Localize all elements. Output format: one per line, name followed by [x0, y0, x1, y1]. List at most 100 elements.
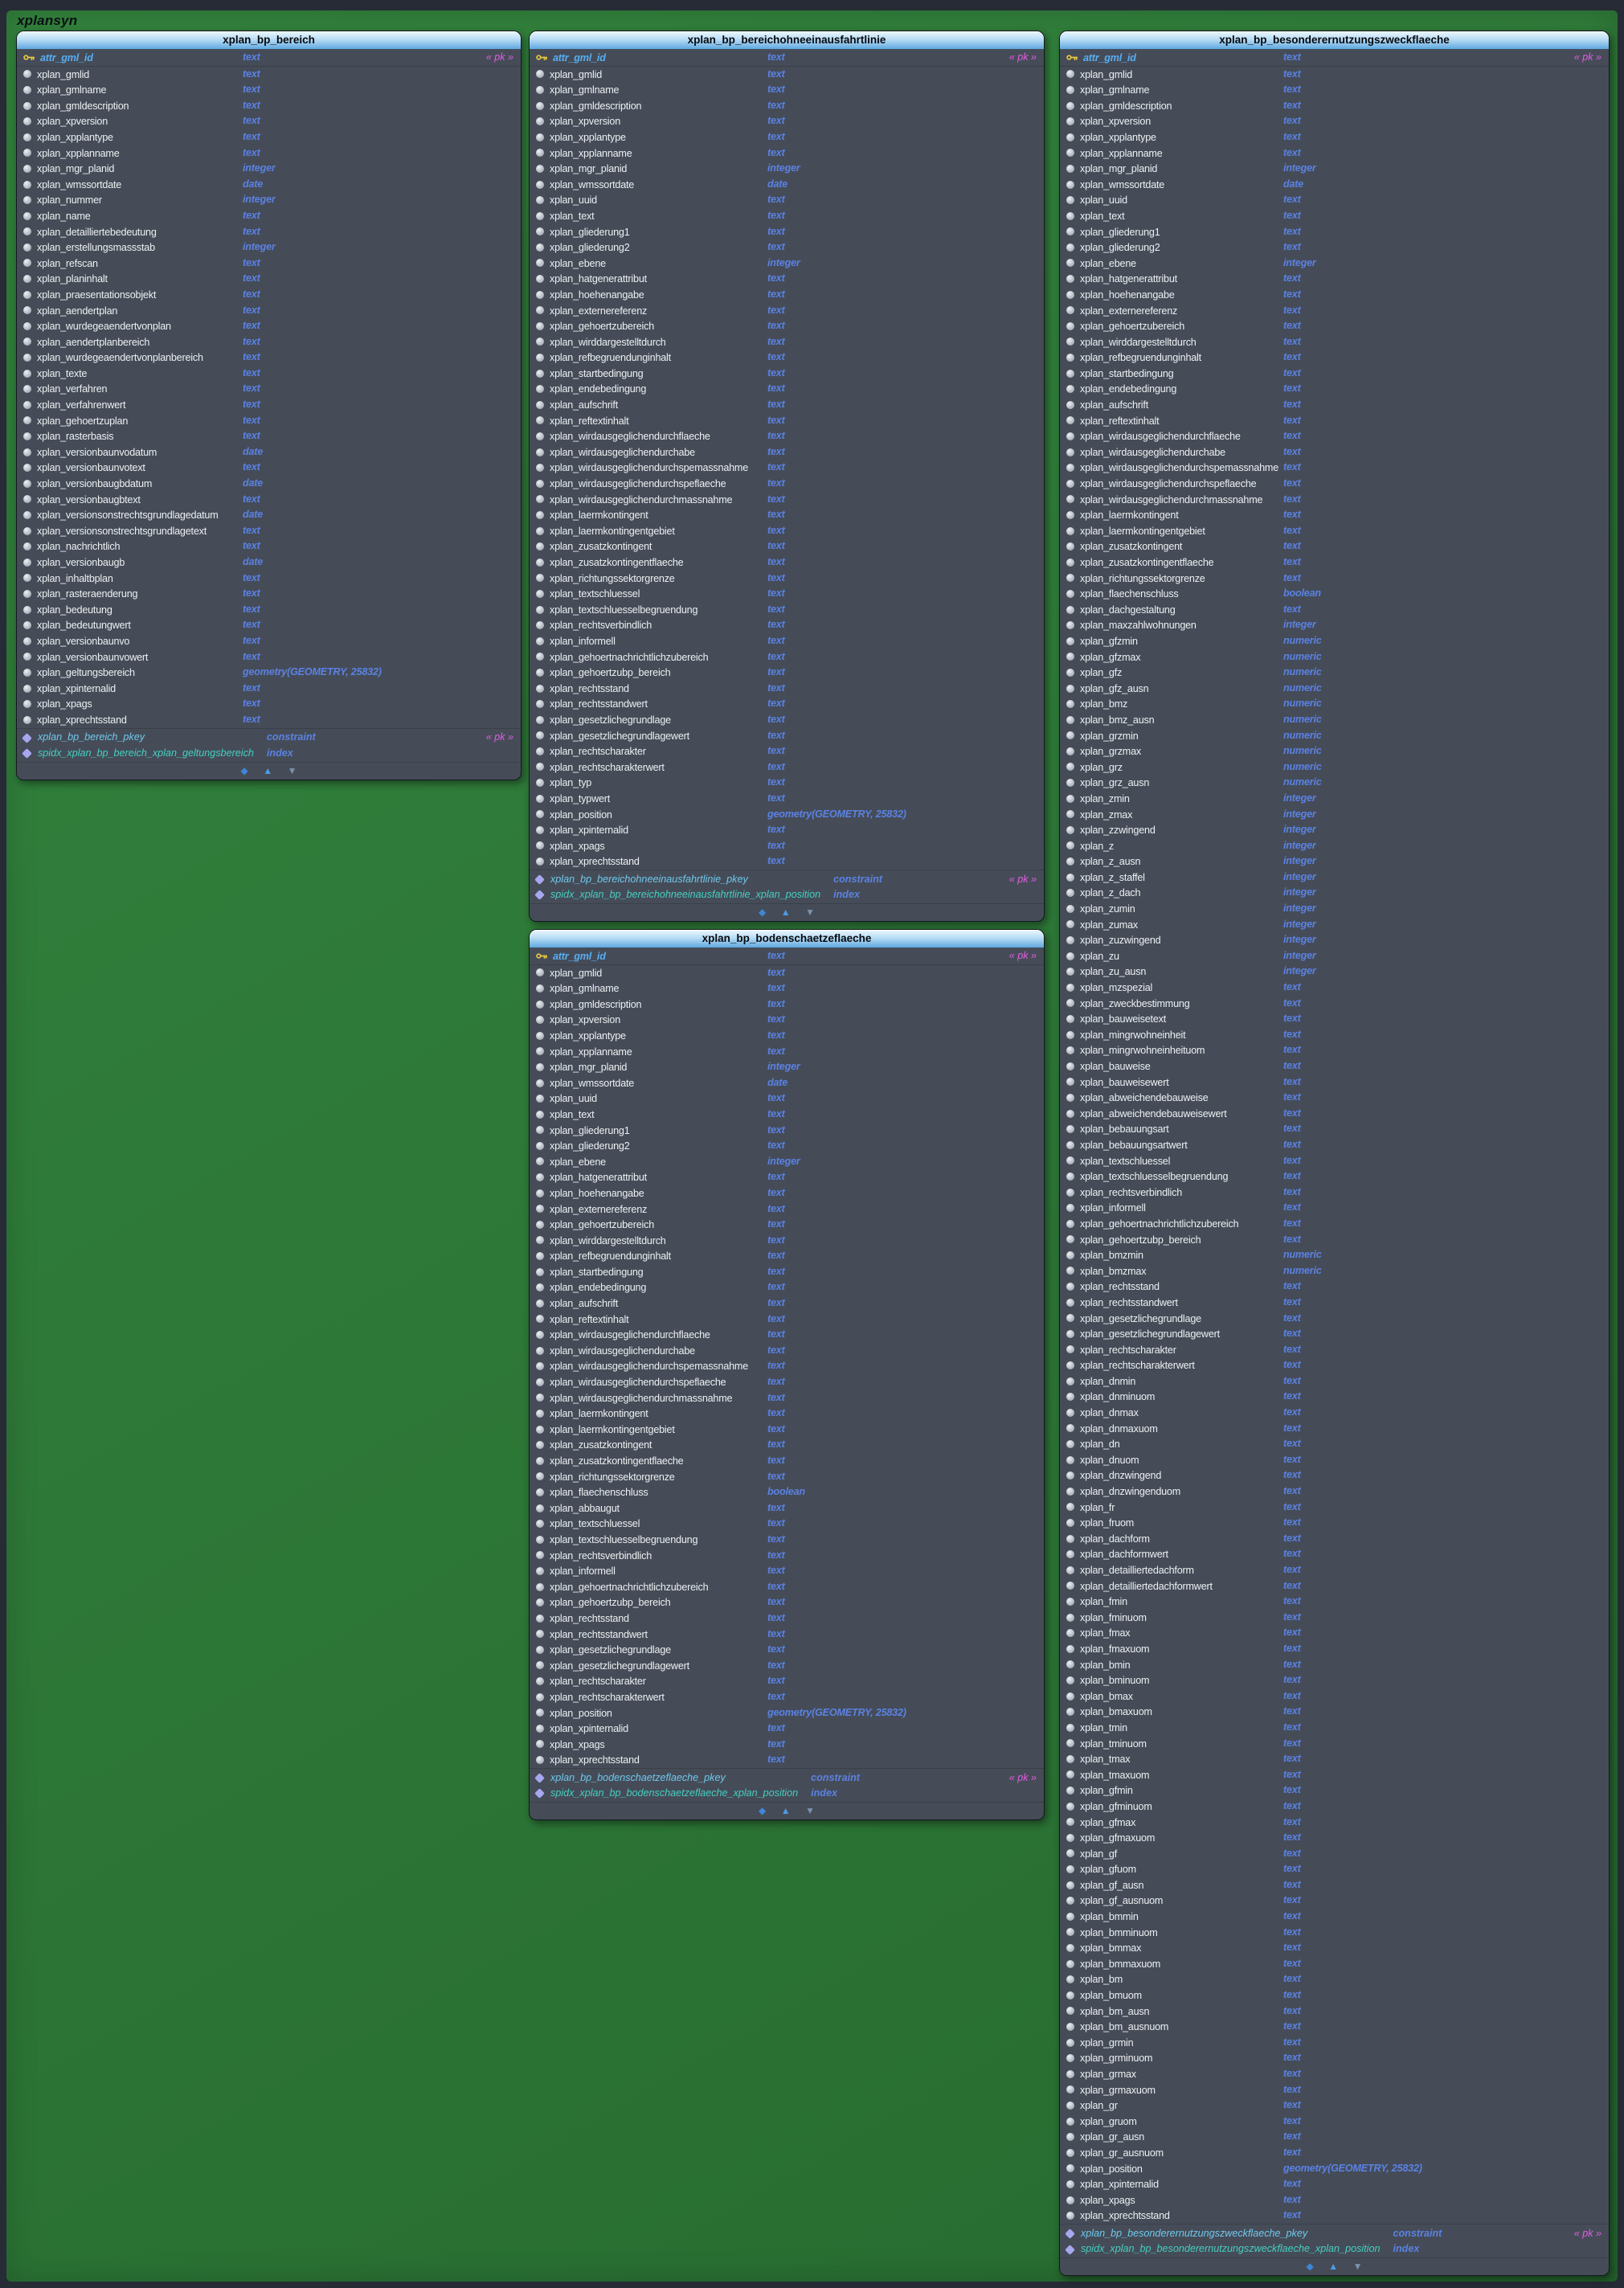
index-row[interactable]: spidx_xplan_bp_bereich_xplan_geltungsber… — [17, 745, 521, 761]
sort-asc-icon[interactable]: ▲ — [263, 764, 273, 776]
sort-desc-icon[interactable]: ▼ — [287, 764, 297, 776]
attributes-diamond-icon[interactable]: ◆ — [1306, 2261, 1314, 2273]
entity-table-bp-bereichohneeinausfahrtlinie[interactable]: xplan_bp_bereichohneeinausfahrtlinie att… — [529, 31, 1045, 923]
entity-table-header[interactable]: xplan_bp_bodenschaetzeflaeche — [530, 930, 1044, 948]
